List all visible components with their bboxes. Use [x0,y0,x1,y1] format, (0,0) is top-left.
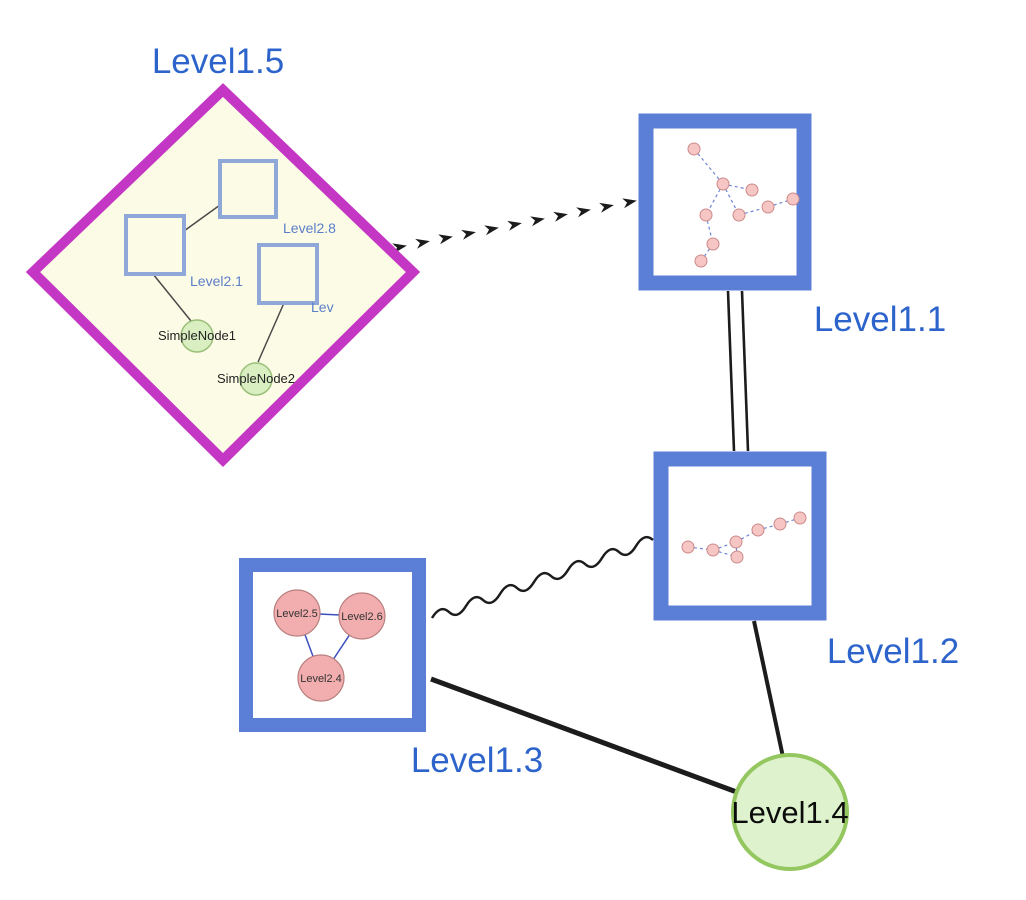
mini-node[interactable] [761,200,775,214]
node-level2-1[interactable] [124,214,186,276]
level1-2-square[interactable] [653,451,827,621]
mini-node[interactable] [732,208,746,222]
simplenode2-label: SimpleNode2 [217,371,295,386]
level2-6-label: Level2.6 [341,611,383,623]
level1-4-circle[interactable] [731,753,849,871]
level1-5-diamond[interactable] [25,83,421,468]
mini-node[interactable] [745,183,759,197]
node-level2-6[interactable] [338,592,386,640]
level1-2-mini-graph [681,511,807,564]
node-simplenode2[interactable] [239,362,273,396]
mini-node[interactable] [786,192,800,206]
edge-level13-level14[interactable] [430,676,743,797]
node-lev[interactable] [257,243,319,305]
level1-2-label: Level1.2 [827,632,959,671]
node-level1-3-group: Level2.5 Level2.6 Level2.4 Level1.3 [239,558,543,780]
mini-node[interactable] [699,208,713,222]
level2-1-label: Level2.1 [190,273,243,289]
edge-level21-simplenode1 [152,273,192,322]
level1-1-label: Level1.1 [814,300,946,339]
level1-1-mini-graph [687,142,800,268]
edge-level28-level21 [183,204,221,232]
node-level1-1-group: Level1.1 [638,113,946,339]
mini-node[interactable] [773,517,787,531]
node-level1-4: Level1.4 [731,753,849,871]
mini-node[interactable] [730,550,744,564]
edge-level13-level12[interactable] [430,535,654,619]
level1-4-label: Level1.4 [731,795,848,830]
mini-node[interactable] [706,237,720,251]
node-level1-2-group: Level1.2 [653,451,959,671]
node-level1-5-group: Level1.5 Level2.8 Level2.1 Lev SimpleNod… [25,42,421,468]
mini-node[interactable] [793,511,807,525]
mini-node[interactable] [681,540,695,554]
node-level2-5[interactable] [273,589,321,637]
mini-node[interactable] [687,142,701,156]
level2-5-label: Level2.5 [276,608,318,620]
edge-lev-simplenode2 [257,302,285,363]
level1-1-square[interactable] [638,113,812,291]
level1-3-inner-graph: Level2.5 Level2.6 Level2.4 [273,589,386,702]
node-level2-8[interactable] [218,159,278,219]
mini-node[interactable] [694,254,708,268]
lev-label: Lev [311,299,334,315]
mini-node[interactable] [729,535,743,549]
level2-8-label: Level2.8 [283,220,336,236]
mini-node[interactable] [706,543,720,557]
simplenode1-label: SimpleNode1 [158,328,236,343]
mini-node[interactable] [751,523,765,537]
node-simplenode1[interactable] [180,319,214,353]
level2-4-label: Level2.4 [300,673,342,685]
node-level2-4[interactable] [297,654,345,702]
level1-5-label: Level1.5 [152,42,284,81]
level1-3-square[interactable] [239,558,426,732]
level1-3-label: Level1.3 [411,741,543,780]
edge-level12-level14[interactable] [752,620,785,758]
edge-level11-level12[interactable] [726,290,750,452]
mini-node[interactable] [716,177,730,191]
edge-level15-level11[interactable] [392,195,638,254]
